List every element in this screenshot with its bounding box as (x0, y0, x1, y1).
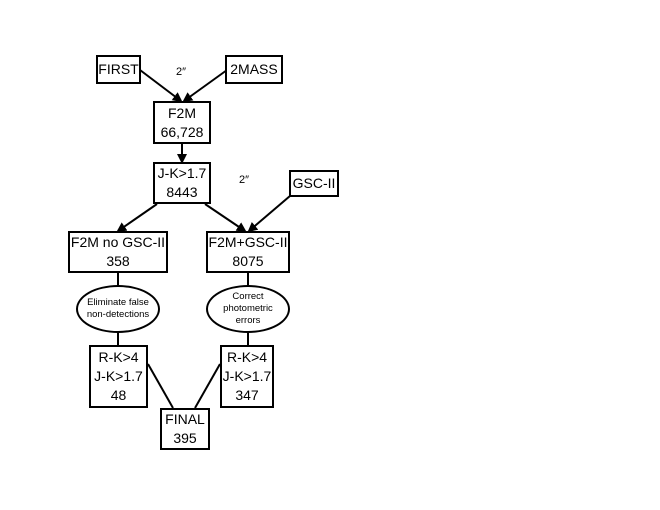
eliminate-line1: Eliminate false (87, 297, 149, 308)
right-final-cut-node: R-K>4 J-K>1.7 347 (220, 345, 274, 408)
f2m-title: F2M (168, 104, 196, 121)
left-cut-line2: J-K>1.7 (94, 368, 143, 384)
f2m-no-gsc-title: F2M no GSC-II (70, 234, 166, 250)
f2m-no-gsc-node: F2M no GSC-II 358 (68, 231, 168, 273)
first-2mass-match-radius: 2″ (176, 66, 187, 78)
jk-cut-title: J-K>1.7 (157, 165, 207, 181)
arrow-2mass-to-f2m (182, 69, 228, 103)
f2m-gsc-title: F2M+GSC-II (208, 234, 288, 250)
2mass-label: 2MASS (230, 61, 278, 77)
line-left-cut-to-final (147, 363, 174, 409)
correct-line2: photometric (223, 303, 273, 314)
eliminate-oval: Eliminate false non-detections (76, 285, 160, 333)
right-cut-line2: J-K>1.7 (222, 368, 272, 384)
gsc-label: GSC-II (292, 175, 336, 191)
final-count: 395 (173, 430, 197, 446)
right-cut-line1: R-K>4 (226, 349, 268, 365)
jk-cut-count: 8443 (166, 184, 198, 200)
f2m-node: F2M 66,728 (153, 101, 211, 144)
jk-cut-node: J-K>1.7 8443 (153, 162, 211, 204)
right-cut-count: 347 (235, 387, 259, 403)
arrow-first-to-f2m (139, 69, 183, 103)
first-node: FIRST (96, 55, 141, 84)
final-node: FINAL 395 (160, 408, 210, 450)
2mass-node: 2MASS (225, 55, 283, 84)
left-cut-line1: R-K>4 (98, 349, 139, 365)
arrow-jk-cut-to-f2m-gsc (204, 203, 247, 233)
final-title: FINAL (165, 411, 205, 427)
arrow-jk-cut-to-f2m-no-gsc (116, 203, 158, 233)
line-right-cut-to-final (194, 363, 221, 409)
f2m-gsc-node: F2M+GSC-II 8075 (206, 231, 290, 273)
first-label: FIRST (98, 61, 139, 77)
correct-line1: Correct (232, 291, 264, 302)
correct-oval: Correct photometric errors (206, 285, 290, 333)
correct-line3: errors (235, 315, 261, 326)
gsc-node: GSC-II (289, 170, 339, 197)
left-cut-count: 48 (110, 387, 127, 403)
f2m-count: 66,728 (160, 123, 204, 140)
f2m-gsc-count: 8075 (232, 253, 264, 269)
gsc-match-radius: 2″ (239, 174, 250, 186)
eliminate-line2: non-detections (86, 309, 150, 320)
f2m-no-gsc-count: 358 (106, 253, 130, 269)
left-final-cut-node: R-K>4 J-K>1.7 48 (89, 345, 148, 408)
